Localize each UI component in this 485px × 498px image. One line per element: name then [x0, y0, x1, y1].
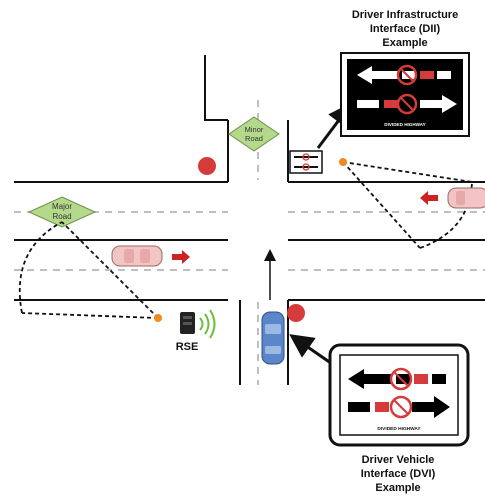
- dvi-panel: DIVIDED HIGHWAY: [328, 343, 470, 447]
- dii-title-line-1: Driver Infrastructure: [352, 9, 458, 21]
- dii-roadside-sign: [289, 150, 323, 174]
- minor-road-corner: [204, 55, 228, 121]
- car-pink-left: [111, 245, 163, 267]
- major-road-sign: Major Road: [27, 196, 97, 228]
- dii-panel: DIVIDED HIGHWAY: [340, 52, 470, 137]
- stop-sign-icon: [287, 304, 305, 322]
- rse-label: RSE: [176, 341, 199, 353]
- no-left-turn-icon: [396, 64, 418, 86]
- car-direction-arrow: [420, 191, 438, 205]
- dii-divided-highway-label: DIVIDED HIGHWAY: [384, 122, 425, 127]
- major-road-label-2: Road: [52, 212, 71, 221]
- sensor-icon: [339, 158, 347, 166]
- car-blue: [261, 311, 285, 365]
- minor-road-label-2: Road: [245, 134, 263, 143]
- dvi-title-line-1: Driver Vehicle: [362, 454, 435, 466]
- car-pink-right: [447, 187, 485, 209]
- dii-title-line-3: Example: [382, 37, 427, 49]
- sensor-icon: [154, 314, 162, 322]
- dii-title-line-2: Interface (DII): [370, 23, 441, 35]
- car-direction-arrow: [172, 250, 190, 264]
- dvi-title-line-2: Interface (DVI): [361, 468, 436, 480]
- major-road-label-1: Major: [52, 202, 72, 211]
- no-left-turn-icon: [389, 367, 413, 391]
- minor-road-sign: Minor Road: [228, 116, 280, 152]
- no-left-turn-icon: [389, 395, 413, 419]
- no-left-turn-icon: [396, 93, 418, 115]
- dvi-divided-highway-label: DIVIDED HIGHWAY: [377, 426, 421, 432]
- roadside-equipment-icon: [180, 309, 216, 339]
- road-edges: [14, 120, 485, 385]
- dvi-title-line-3: Example: [375, 482, 420, 494]
- stop-sign-icon: [198, 157, 216, 175]
- minor-road-label-1: Minor: [245, 125, 264, 134]
